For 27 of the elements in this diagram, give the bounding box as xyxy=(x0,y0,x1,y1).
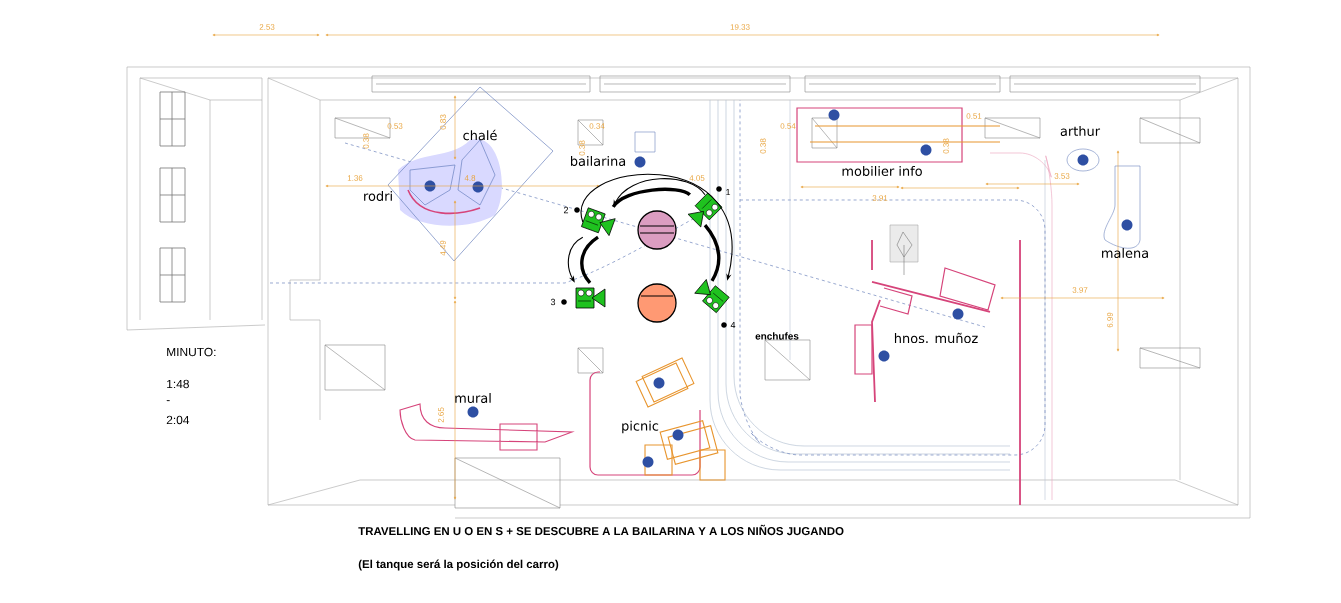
position-number: 3 xyxy=(550,298,567,306)
position-number: 2 xyxy=(563,206,580,214)
camera-icon xyxy=(694,279,730,314)
time-label: 2:04 xyxy=(166,415,190,425)
time-label: MINUTO: xyxy=(167,347,216,357)
area-label: arthur xyxy=(1060,126,1101,136)
area-label: hnos. muñoz xyxy=(894,332,978,344)
area-label: mobilier info xyxy=(842,166,922,176)
time-label: - xyxy=(166,400,170,402)
area-label: malena xyxy=(1102,248,1148,258)
area-label: chalé xyxy=(463,129,497,141)
area-label: rodri xyxy=(364,191,392,201)
time-label: 1:48 xyxy=(167,379,189,389)
area-label: picnic xyxy=(622,420,659,434)
track-line xyxy=(611,187,691,208)
camera-icon xyxy=(575,287,606,309)
camera-icon xyxy=(581,207,616,236)
area-label: mural xyxy=(455,393,491,403)
caption: (El tanque será la posición del carro) xyxy=(358,559,559,571)
position-number: 1 xyxy=(716,186,731,196)
area-label: bailarina xyxy=(571,156,626,166)
track-line xyxy=(580,235,599,284)
camera-icon xyxy=(687,192,723,228)
position-number: 4 xyxy=(721,321,736,329)
track-line xyxy=(703,224,721,282)
area-label: enchufes xyxy=(755,332,799,340)
caption: TRAVELLING EN U O EN S + SE DESCUBRE A LA BAILARINA Y A LOS NIÑOS JUGANDO xyxy=(358,524,844,536)
